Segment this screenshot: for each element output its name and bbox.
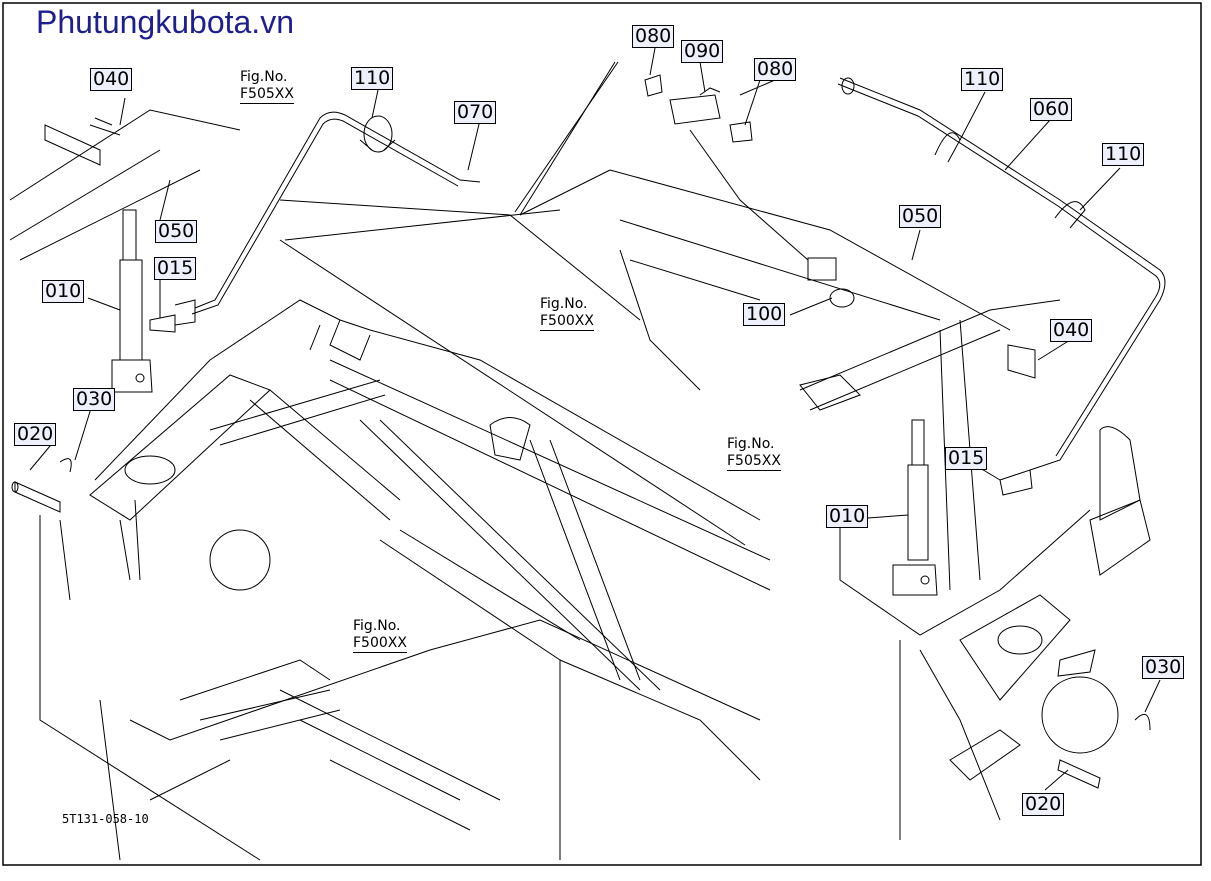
- callout-030-right[interactable]: 030: [1142, 656, 1185, 679]
- figure-ref-label: Fig.No.: [540, 296, 588, 312]
- drawing-code: 5T131-058-10: [62, 812, 149, 826]
- figure-ref-f505xx-left[interactable]: Fig.No. F505XX: [240, 69, 294, 104]
- figure-ref-number: F505XX: [727, 453, 781, 471]
- callout-110-left[interactable]: 110: [351, 67, 394, 90]
- callout-030-left[interactable]: 030: [73, 388, 116, 411]
- figure-ref-label: Fig.No.: [727, 436, 775, 452]
- callout-040-right[interactable]: 040: [1050, 319, 1093, 342]
- figure-ref-number: F505XX: [240, 86, 294, 104]
- figure-ref-f500xx-bottom[interactable]: Fig.No. F500XX: [353, 618, 407, 653]
- figure-ref-number: F500XX: [540, 313, 594, 331]
- callout-090[interactable]: 090: [681, 40, 724, 63]
- callout-040-left[interactable]: 040: [90, 68, 133, 91]
- callout-050-right[interactable]: 050: [899, 205, 942, 228]
- figure-ref-number: F500XX: [353, 635, 407, 653]
- callout-020-right[interactable]: 020: [1022, 793, 1065, 816]
- callout-015-left[interactable]: 015: [154, 257, 197, 280]
- callout-110-mid[interactable]: 110: [961, 68, 1004, 91]
- figure-ref-f505xx-right[interactable]: Fig.No. F505XX: [727, 436, 781, 471]
- figure-ref-label: Fig.No.: [240, 69, 288, 85]
- watermark-text: Phutungkubota.vn: [36, 4, 294, 40]
- callout-020-left[interactable]: 020: [14, 423, 57, 446]
- callout-010-left[interactable]: 010: [42, 280, 85, 303]
- callout-080-top[interactable]: 080: [632, 25, 675, 48]
- callout-015-right[interactable]: 015: [945, 447, 988, 470]
- callout-010-right[interactable]: 010: [826, 505, 869, 528]
- callout-070[interactable]: 070: [454, 101, 497, 124]
- callout-050-left[interactable]: 050: [155, 220, 198, 243]
- callout-060[interactable]: 060: [1030, 98, 1073, 121]
- figure-ref-label: Fig.No.: [353, 618, 401, 634]
- figure-ref-f500xx-top[interactable]: Fig.No. F500XX: [540, 296, 594, 331]
- callout-110-right[interactable]: 110: [1102, 143, 1145, 166]
- callout-100[interactable]: 100: [743, 303, 786, 326]
- callout-080-right[interactable]: 080: [754, 58, 797, 81]
